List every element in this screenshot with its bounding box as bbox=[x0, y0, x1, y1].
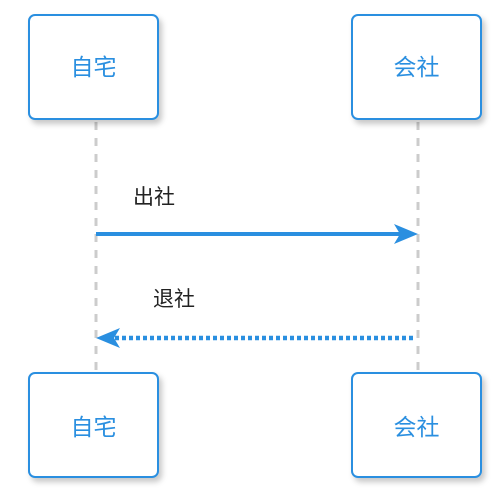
message-label-arrive: 出社 bbox=[133, 185, 175, 209]
participant-label-home-top: 自宅 bbox=[71, 55, 117, 81]
participant-box-home-bottom: 自宅 bbox=[28, 372, 159, 478]
participant-box-office-top: 会社 bbox=[351, 14, 482, 120]
participant-label-office-top: 会社 bbox=[394, 55, 440, 81]
arrowhead-arrive bbox=[394, 224, 418, 244]
arrowhead-leave bbox=[96, 328, 120, 348]
message-label-leave: 退社 bbox=[153, 287, 195, 311]
participant-label-home-bottom: 自宅 bbox=[71, 415, 117, 441]
participant-box-office-bottom: 会社 bbox=[351, 372, 482, 478]
participant-box-home-top: 自宅 bbox=[28, 14, 159, 120]
participant-label-office-bottom: 会社 bbox=[394, 415, 440, 441]
